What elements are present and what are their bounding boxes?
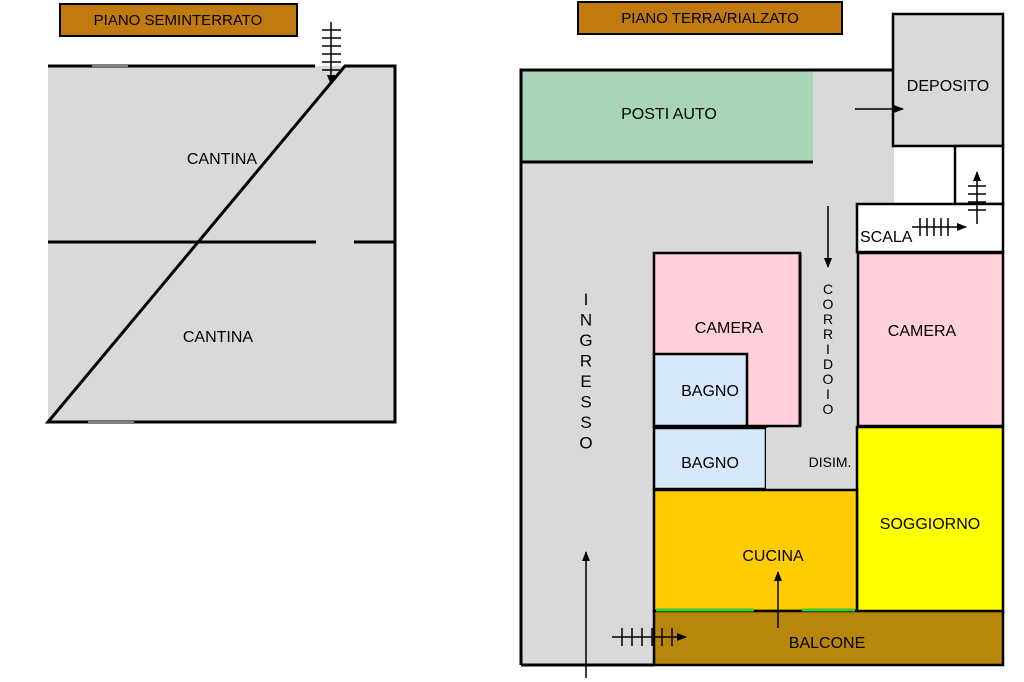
room-bagno-upper [652, 352, 749, 428]
room-soggiorno [855, 425, 1005, 615]
room-posti-auto [521, 70, 813, 162]
basement-room-cantina-lower [48, 242, 395, 422]
ground-title: PIANO TERRA/RIALZATO [621, 10, 799, 27]
label-camera-right: CAMERA [888, 323, 957, 340]
label-scala: SCALA [860, 229, 913, 246]
room-scala [855, 202, 1005, 254]
ground-outer-wall-left [519, 68, 893, 665]
ground-title-box [577, 1, 843, 35]
basement-title: PIANO SEMINTERRATO [94, 12, 263, 29]
basement-room-label-1: CANTINA [187, 151, 258, 168]
stairs-vertical-deposito-icon [968, 171, 986, 224]
basement-stairs-icon [322, 22, 341, 85]
room-deposito [891, 12, 1005, 148]
label-camera-left: CAMERA [695, 320, 764, 337]
label-posti-auto: POSTI AUTO [621, 106, 717, 123]
basement-plan: PIANO SEMINTERRATO CANTINA CANTINA [44, 3, 397, 424]
label-disim: DISIM. [809, 454, 852, 470]
label-bagno-upper: BAGNO [681, 383, 739, 400]
label-soggiorno: SOGGIORNO [880, 516, 980, 533]
label-cucina: CUCINA [742, 548, 804, 565]
label-balcone: BALCONE [789, 635, 865, 652]
room-cucina [652, 488, 859, 613]
room-camera-right [856, 251, 1005, 428]
stairs-horizontal-scala-icon [912, 218, 967, 236]
basement-room-label-2: CANTINA [183, 329, 254, 346]
basement-title-box [59, 3, 298, 37]
deposito-connector [953, 144, 1005, 206]
ground-floor-plan: PIANO TERRA/RIALZATO [519, 1, 1005, 678]
room-disim [766, 428, 857, 489]
label-bagno-lower: BAGNO [681, 455, 739, 472]
label-deposito: DEPOSITO [907, 78, 989, 95]
room-bagno-lower [652, 426, 768, 491]
stairs-horizontal-balcone-icon [612, 628, 687, 646]
